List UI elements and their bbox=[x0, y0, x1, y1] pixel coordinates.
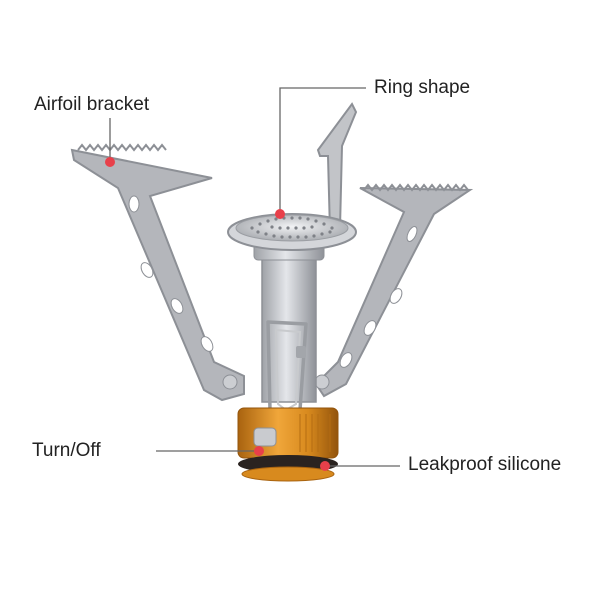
right-pot-support bbox=[314, 183, 474, 398]
brass-connector bbox=[237, 407, 339, 459]
label-ring-shape: Ring shape bbox=[374, 77, 471, 98]
callout-markers bbox=[105, 157, 330, 471]
label-airfoil-bracket: Airfoil bracket bbox=[34, 94, 150, 115]
marker-ring-shape bbox=[275, 209, 285, 219]
left-pot-support bbox=[70, 143, 245, 402]
leader-lines bbox=[109, 87, 400, 467]
label-turn-off: Turn/Off bbox=[32, 440, 101, 461]
label-leakproof-silicone: Leakproof silicone bbox=[408, 454, 562, 475]
silicone-gasket bbox=[238, 455, 338, 482]
leader-line-ring bbox=[279, 87, 366, 212]
marker-airfoil-bracket bbox=[105, 157, 115, 167]
back-pot-support bbox=[316, 102, 358, 234]
burner-ring-head bbox=[227, 213, 357, 251]
marker-turn-off bbox=[254, 446, 264, 456]
marker-leakproof-silicone bbox=[320, 461, 330, 471]
